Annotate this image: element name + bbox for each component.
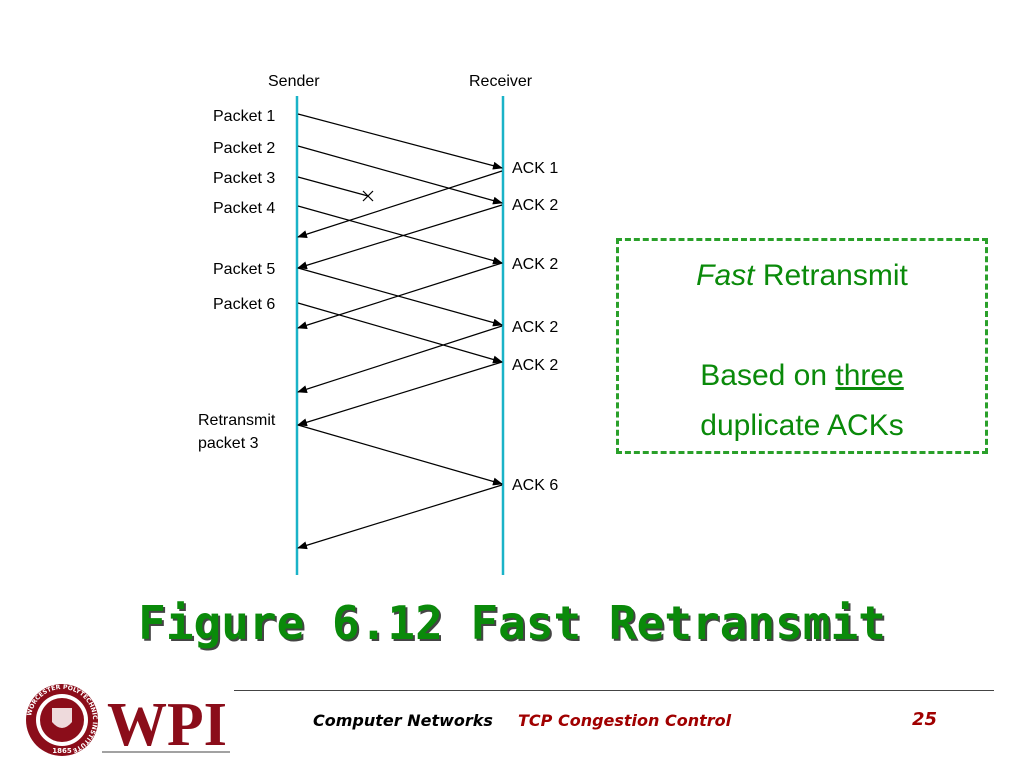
packet-label-4: Packet 4 — [213, 200, 275, 217]
packet-2-arrow — [297, 145, 503, 205]
ack-label-5: ACK 2 — [512, 357, 558, 374]
packet-label-2: Packet 2 — [213, 140, 275, 157]
packet-lost-x-mark — [362, 190, 374, 202]
packet-label-5: Packet 5 — [213, 261, 275, 278]
callout-title-italic: Fast — [696, 259, 755, 292]
ack-label-3: ACK 2 — [512, 256, 558, 273]
ack-6-arrow — [297, 484, 503, 550]
callout-line-1: Based on three — [619, 359, 985, 393]
ack-2-dup1-arrow — [297, 262, 503, 330]
wpi-logo: WORCESTER POLYTECHNIC INSTITUTE 1865 WPI — [26, 684, 230, 758]
callout-line-1-underlined: three — [835, 359, 904, 392]
ack-2-dup3-arrow — [297, 361, 503, 427]
callout-line-1-prefix: Based on — [700, 359, 836, 392]
logo-wordmark: WPI — [107, 691, 227, 758]
receiver-label: Receiver — [469, 73, 533, 90]
callout-title: Fast Retransmit — [619, 259, 985, 293]
page-number: 25 — [912, 709, 938, 730]
packet-label-1: Packet 1 — [213, 108, 275, 125]
footer-divider — [234, 690, 994, 691]
ack-label-1: ACK 1 — [512, 160, 558, 177]
packet-3-lost-arrow — [297, 176, 369, 197]
retransmit-label-line2: packet 3 — [198, 435, 259, 452]
sender-label: Sender — [268, 73, 320, 90]
retransmit-packet-3-arrow — [297, 424, 503, 486]
ack-label-6: ACK 6 — [512, 477, 558, 494]
slide-title: Figure 6.12 Fast Retransmit — [138, 596, 886, 650]
ack-label-4: ACK 2 — [512, 319, 558, 336]
packet-label-6: Packet 6 — [213, 296, 275, 313]
ack-2-arrow — [297, 204, 503, 270]
packet-4-arrow — [297, 205, 503, 265]
packet-5-arrow — [297, 267, 503, 327]
callout-line-2: duplicate ACKs — [700, 409, 904, 442]
retransmit-label-line1: Retransmit — [198, 412, 276, 429]
fast-retransmit-diagram: Sender Receiver Packet 1 Packet 2 Packet… — [198, 73, 558, 575]
packet-1-arrow — [297, 113, 503, 170]
footer-topic: TCP Congestion Control — [518, 711, 732, 730]
logo-year: 1865 — [52, 747, 72, 755]
fast-retransmit-callout: Fast Retransmit Based on three duplicate… — [616, 238, 988, 454]
ack-1-arrow — [297, 170, 503, 239]
callout-title-rest: Retransmit — [754, 259, 908, 292]
ack-2-dup2-arrow — [297, 325, 503, 394]
ack-label-2: ACK 2 — [512, 197, 558, 214]
packet-label-3: Packet 3 — [213, 170, 275, 187]
footer-course: Computer Networks — [313, 711, 493, 730]
packet-6-arrow — [297, 302, 503, 364]
